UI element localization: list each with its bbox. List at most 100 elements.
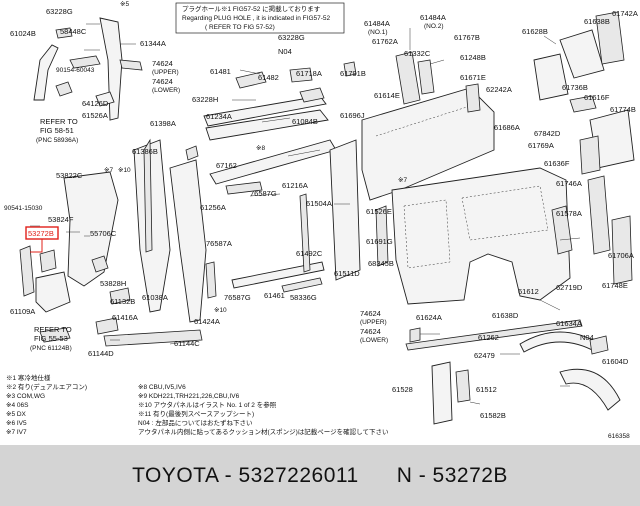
- part-label: 61624A: [416, 313, 442, 322]
- a-pillar-upper-parts: [33, 17, 143, 121]
- part-label: 67162: [216, 161, 237, 170]
- legend-left: ※1 寒冷地仕様 ※2 有り(デュアルエアコン) ※3 COM,WG ※4 06…: [6, 373, 87, 436]
- part-label: 62479: [474, 351, 495, 360]
- part-label: 53824F: [48, 215, 74, 224]
- footer-part-numbers: TOYOTA - 5327226011 N - 53272B: [132, 463, 508, 487]
- part-53272B-shape: [39, 249, 57, 273]
- part-label: 76587G: [224, 293, 251, 302]
- part-label: 61686A: [494, 123, 520, 132]
- rear-inner-panel: [361, 51, 495, 201]
- part-label: 63228G: [46, 7, 73, 16]
- note-marker: ※7: [398, 177, 407, 184]
- part-label: 61024B: [10, 29, 36, 38]
- part-label: 61038A: [142, 293, 168, 302]
- note-marker: ※5: [120, 1, 129, 8]
- legend-item: ※1 寒冷地仕様: [6, 373, 51, 382]
- highlight-leader: [30, 239, 43, 253]
- part-label: 61791B: [340, 69, 366, 78]
- part-label: FIG 55-53: [34, 334, 68, 343]
- part-label: 61526A: [82, 111, 108, 120]
- part-label: 62242A: [486, 85, 512, 94]
- note-marker: ※8: [256, 145, 265, 152]
- note-marker: ※10: [214, 307, 227, 314]
- part-label: 58448C: [60, 27, 87, 36]
- part-labels: 63228G 58448C 61024B 61344A 90154-60043 …: [4, 1, 638, 420]
- part-label: 61398A: [150, 119, 176, 128]
- part-label: 61706A: [608, 251, 634, 260]
- part-label: REFER TO: [40, 117, 78, 126]
- part-label: 61084B: [292, 117, 318, 126]
- part-label: 61504A: [306, 199, 332, 208]
- part-label: 61386B: [132, 147, 158, 156]
- part-label: 61511D: [334, 269, 360, 278]
- rear-corner-parts: [533, 11, 635, 285]
- part-label: 61424A: [194, 317, 220, 326]
- part-label: 61762A: [372, 37, 398, 46]
- roof-rail-parts: [185, 61, 357, 195]
- part-label: 61696J: [340, 111, 365, 120]
- part-label: (PNC 61124B): [30, 345, 72, 352]
- part-label: 61578A: [556, 209, 582, 218]
- part-label: N04: [580, 333, 594, 342]
- legend-item: アウタパネル内側に貼ってあるクッション材(スポンジ)は記載ページを確認して下さい: [138, 427, 388, 436]
- part-label: 58336G: [290, 293, 317, 302]
- part-label: 74624: [152, 59, 173, 68]
- part-label: 61634A: [556, 319, 582, 328]
- part-label: 53828H: [100, 279, 126, 288]
- part-label: 90154-60043: [56, 67, 95, 74]
- part-label: 74624: [152, 77, 173, 86]
- part-label: (NO.2): [424, 23, 444, 30]
- note-marker: ※7: [104, 167, 113, 174]
- legend-item: ※7 IV7: [6, 429, 27, 436]
- figure-id: 616358: [608, 433, 630, 440]
- part-label: (UPPER): [360, 319, 387, 326]
- rear-outer-panel: [375, 167, 573, 305]
- part-label: 61742A: [612, 9, 638, 18]
- part-label: (UPPER): [152, 69, 179, 76]
- header-note: プラグホール※1 FIG57-52 に掲載しております Regarding PL…: [175, 2, 345, 34]
- part-label: 61416A: [112, 313, 138, 322]
- part-label: 61132B: [110, 297, 135, 306]
- legend-right: ※8 CBU,IV5,IV6 ※9 KDH221,TRH221,226,CBU,…: [138, 384, 388, 436]
- rocker-panel-parts: [205, 139, 361, 299]
- legend-item: ※5 DX: [6, 411, 27, 418]
- part-label: 61234A: [206, 112, 232, 121]
- part-label: 61256A: [200, 203, 226, 212]
- legend-item: ※4 06S: [6, 402, 29, 409]
- part-label: 61582B: [480, 411, 506, 420]
- part-label: 61109A: [10, 307, 35, 316]
- part-label: 63228G: [278, 33, 305, 42]
- part-label: 61748E: [602, 281, 628, 290]
- part-label: 61746A: [556, 179, 582, 188]
- part-label: 61604D: [602, 357, 629, 366]
- legend-item: ※9 KDH221,TRH221,226,CBU,IV6: [138, 393, 240, 400]
- part-label: 61636F: [544, 159, 570, 168]
- part-label: 61512: [476, 385, 497, 394]
- part-label: 61614E: [374, 91, 400, 100]
- part-label: 61216A: [282, 181, 308, 190]
- leader-lines: [30, 23, 581, 405]
- part-label: 74624: [360, 327, 381, 336]
- part-label: 61691G: [366, 237, 393, 246]
- header-note-line2: Regarding PLUG HOLE , it is indicated in…: [182, 15, 331, 22]
- part-label: 62719D: [556, 283, 583, 292]
- part-label: 61774B: [610, 105, 636, 114]
- part-label: 61528: [392, 385, 413, 394]
- part-label: 61638D: [492, 311, 519, 320]
- part-label: 61461: [264, 291, 285, 300]
- legend-item: N04 : 左部品についてはおたずね下さい: [138, 418, 253, 427]
- legend-item: ※6 IV5: [6, 420, 27, 427]
- part-label: (LOWER): [360, 337, 388, 344]
- part-label: 90541-15030: [4, 205, 43, 212]
- part-label: 61248B: [460, 53, 486, 62]
- part-label: REFER TO: [34, 325, 72, 334]
- part-label: 61616F: [584, 93, 610, 102]
- part-label: 61767B: [454, 33, 480, 42]
- part-label: N04: [278, 47, 292, 56]
- part-label: 61526E: [366, 207, 392, 216]
- part-label: FIG 58-51: [40, 126, 74, 135]
- part-number-footer: TOYOTA - 5327226011 N - 53272B: [0, 445, 640, 506]
- header-note-line1: プラグホール※1 FIG57-52 に掲載しております: [182, 4, 321, 13]
- part-label: 61484A: [420, 13, 446, 22]
- legend-item: ※2 有り(デュアルエアコン): [6, 382, 87, 391]
